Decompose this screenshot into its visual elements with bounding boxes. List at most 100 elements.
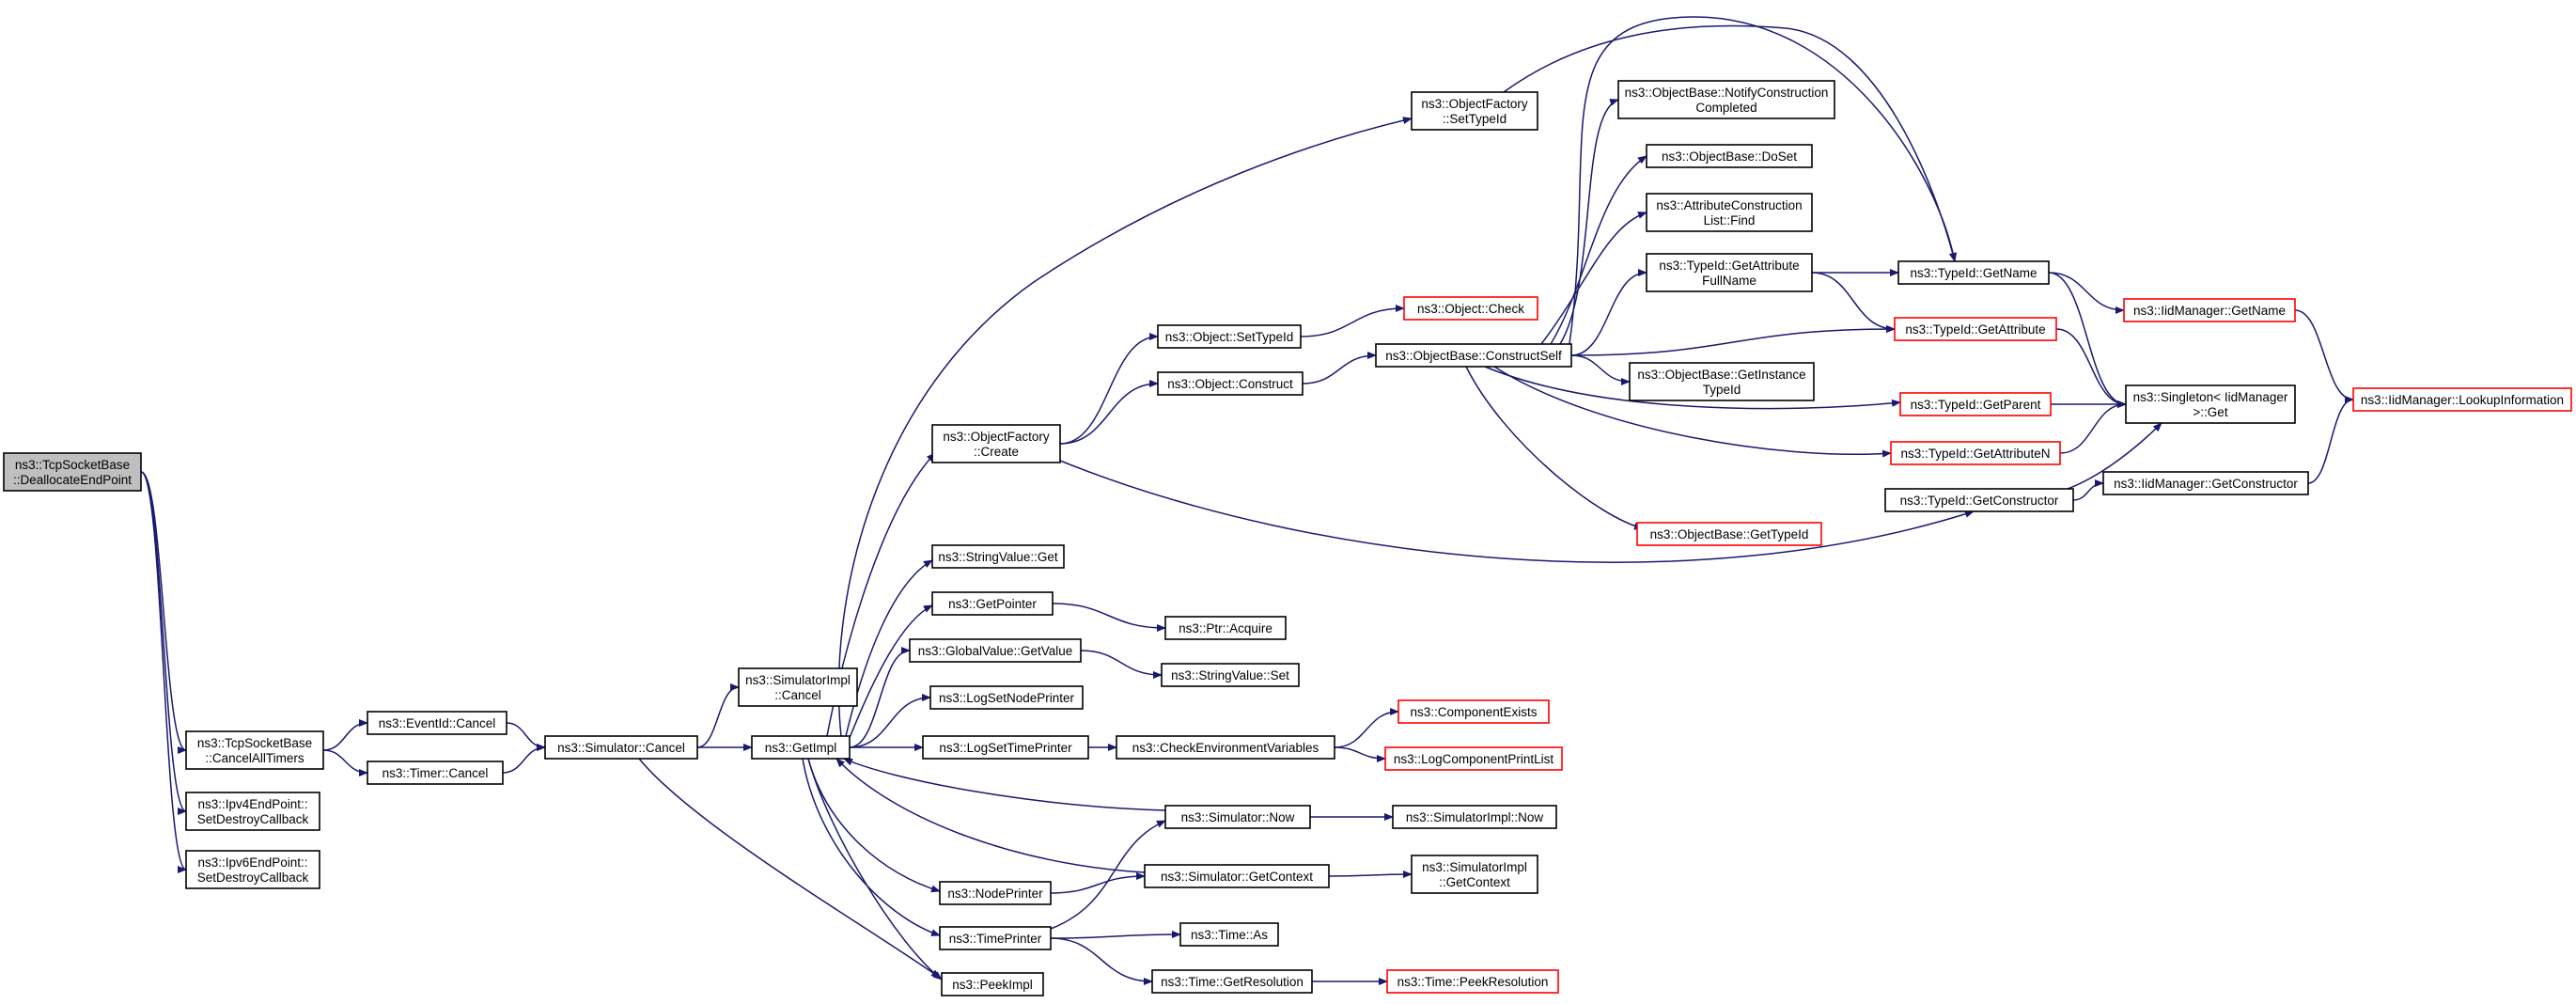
node-label: ns3::Object::Construct	[1167, 377, 1293, 391]
node-ns3-getpointer[interactable]: ns3::GetPointer	[931, 591, 1054, 616]
node-ns3-objectfactory-settypeid[interactable]: ns3::ObjectFactory::SetTypeId	[1411, 91, 1538, 131]
edge-n1-n4	[322, 719, 368, 751]
edge-n5-n6	[502, 744, 546, 774]
edge-n11-n19	[1059, 333, 1159, 445]
node-ns3-object-settypeid[interactable]: ns3::Object::SetTypeId	[1157, 324, 1302, 349]
node-box	[367, 761, 504, 785]
edge-n0-n1	[140, 471, 187, 754]
node-ns3-ipv4endpoint-setdestroycallback[interactable]: ns3::Ipv4EndPoint::SetDestroyCallback	[185, 792, 320, 831]
node-ns3-peekimpl[interactable]: ns3::PeekImpl	[941, 972, 1044, 996]
edge-n10-n41	[1503, 24, 1957, 262]
node-box	[1411, 855, 1538, 894]
node-ns3-object-construct[interactable]: ns3::Object::Construct	[1157, 371, 1304, 396]
node-label: ns3::Ipv6EndPoint::	[197, 855, 307, 870]
node-label: ::GetContext	[1439, 875, 1510, 889]
node-ns3-componentexists[interactable]: ns3::ComponentExists	[1397, 699, 1550, 724]
node-ns3-timer-cancel[interactable]: ns3::Timer::Cancel	[367, 761, 504, 785]
node-ns3-objectbase-doset[interactable]: ns3::ObjectBase::DoSet	[1646, 144, 1813, 168]
node-ns3-globalvalue-getvalue[interactable]: ns3::GlobalValue::GetValue	[909, 638, 1082, 663]
edge-n29-n36	[1550, 155, 1647, 345]
node-label: ns3::SimulatorImpl	[1422, 860, 1527, 874]
node-label: ::Cancel	[774, 688, 821, 702]
node-box	[931, 544, 1065, 569]
node-ns3-time-peekresolution[interactable]: ns3::Time::PeekResolution	[1386, 969, 1559, 994]
edge-n8-n9	[807, 758, 943, 980]
node-label: ns3::Simulator::Now	[1181, 810, 1295, 824]
node-ns3-getimpl[interactable]: ns3::GetImpl	[751, 735, 851, 760]
node-ns3-timeprinter[interactable]: ns3::TimePrinter	[939, 926, 1052, 950]
node-ns3-tcpsocketbase-cancelalltimers[interactable]: ns3::TcpSocketBase::CancelAllTimers	[185, 730, 324, 770]
node-box	[1617, 80, 1835, 119]
node-ns3-simulatorimpl-cancel[interactable]: ns3::SimulatorImpl::Cancel	[738, 667, 858, 707]
node-ns3-ptr-acquire[interactable]: ns3::Ptr::Acquire	[1164, 616, 1287, 640]
node-ns3-checkenvironmentvariables[interactable]: ns3::CheckEnvironmentVariables	[1116, 735, 1335, 760]
node-ns3-objectbase-gettypeid[interactable]: ns3::ObjectBase::GetTypeId	[1636, 522, 1822, 546]
node-ns3-tcpsocketbase-deallocateendpoint[interactable]: ns3::TcpSocketBase::DeallocateEndPoint	[3, 452, 142, 492]
edge-n29-n42	[1570, 325, 1896, 356]
node-ns3-objectbase-notifyconstructioncompleted[interactable]: ns3::ObjectBase::NotifyConstructionCompl…	[1617, 80, 1835, 119]
node-ns3-objectbase-constructself[interactable]: ns3::ObjectBase::ConstructSelf	[1375, 343, 1572, 368]
node-box	[939, 926, 1052, 950]
node-label: ns3::Ipv4EndPoint::	[197, 797, 307, 811]
node-ns3-iidmanager-getname[interactable]: ns3::IidManager::GetName	[2123, 298, 2296, 322]
node-ns3-object-check[interactable]: ns3::Object::Check	[1403, 296, 1538, 321]
node-label: ns3::TypeId::GetName	[1910, 266, 2037, 280]
node-ns3-nodeprinter[interactable]: ns3::NodePrinter	[939, 881, 1052, 905]
node-ns3-ipv6endpoint-setdestroycallback[interactable]: ns3::Ipv6EndPoint::SetDestroyCallback	[185, 850, 320, 889]
node-label: ::CancelAllTimers	[205, 751, 304, 765]
node-ns3-typeid-getattributen[interactable]: ns3::TypeId::GetAttributeN	[1890, 441, 2061, 465]
node-box	[941, 972, 1044, 996]
node-label: ns3::ObjectBase::DoSet	[1662, 149, 1797, 164]
node-ns3-objectfactory-create[interactable]: ns3::ObjectFactory::Create	[931, 424, 1061, 463]
node-box	[939, 881, 1052, 905]
node-box	[929, 685, 1084, 710]
edge-n8-n15	[849, 694, 931, 748]
node-ns3-simulator-getcontext[interactable]: ns3::Simulator::GetContext	[1144, 864, 1330, 888]
edge-n29-n38	[1570, 269, 1647, 356]
node-ns3-stringvalue-get[interactable]: ns3::StringValue::Get	[931, 544, 1065, 569]
edge-n18-n24	[1050, 820, 1166, 930]
node-ns3-typeid-getattribute[interactable]: ns3::TypeId::GetAttribute	[1894, 317, 2057, 341]
node-label: ns3::IidManager::LookupInformation	[2361, 393, 2564, 407]
node-ns3-simulatorimpl-getcontext[interactable]: ns3::SimulatorImpl::GetContext	[1411, 855, 1538, 894]
node-box	[2125, 384, 2296, 424]
node-ns3-iidmanager-lookupinformation[interactable]: ns3::IidManager::LookupInformation	[2352, 387, 2572, 412]
node-box	[931, 591, 1054, 616]
node-ns3-simulator-now[interactable]: ns3::Simulator::Now	[1164, 805, 1311, 829]
node-label: ns3::TypeId::GetAttribute	[1905, 322, 2045, 337]
node-box	[1411, 91, 1538, 131]
node-ns3-typeid-getparent[interactable]: ns3::TypeId::GetParent	[1899, 392, 2052, 416]
node-ns3-logcomponentprintlist[interactable]: ns3::LogComponentPrintList	[1384, 746, 1563, 771]
node-label: ns3::IidManager::GetConstructor	[2114, 477, 2298, 491]
node-label: TypeId	[1703, 383, 1741, 397]
node-label: ns3::TypeId::GetParent	[1911, 398, 2041, 412]
node-label: ns3::Time::GetResolution	[1161, 975, 1304, 989]
node-box	[738, 667, 858, 707]
node-ns3-time-getresolution[interactable]: ns3::Time::GetResolution	[1151, 969, 1313, 994]
node-label: ns3::NodePrinter	[947, 886, 1043, 901]
node-label: ns3::Time::PeekResolution	[1397, 975, 1549, 989]
node-ns3-logsetnodeprinter[interactable]: ns3::LogSetNodePrinter	[929, 685, 1084, 710]
node-ns3-stringvalue-set[interactable]: ns3::StringValue::Set	[1161, 663, 1300, 687]
node-ns3-typeid-getconstructor[interactable]: ns3::TypeId::GetConstructor	[1884, 488, 2074, 512]
edge-n45-n48	[2072, 479, 2104, 501]
node-label: ns3::Timer::Cancel	[382, 766, 489, 780]
node-ns3-simulator-cancel[interactable]: ns3::Simulator::Cancel	[544, 735, 698, 760]
node-ns3-logsettimeprinter[interactable]: ns3::LogSetTimePrinter	[922, 735, 1089, 760]
node-ns3-singleton-iidmanager-get[interactable]: ns3::Singleton< IidManager >::Get	[2125, 384, 2296, 424]
edge-n46-n49	[2294, 309, 2354, 403]
node-ns3-iidmanager-getconstructor[interactable]: ns3::IidManager::GetConstructor	[2102, 471, 2309, 495]
node-label: Completed	[1695, 101, 1756, 115]
node-ns3-typeid-getname[interactable]: ns3::TypeId::GetName	[1897, 260, 2050, 285]
edge-n8-n12	[845, 559, 933, 737]
node-ns3-simulatorimpl-now[interactable]: ns3::SimulatorImpl::Now	[1392, 805, 1557, 829]
node-ns3-eventid-cancel[interactable]: ns3::EventId::Cancel	[367, 711, 507, 735]
node-label: ns3::LogSetNodePrinter	[939, 691, 1075, 705]
node-label: ns3::ObjectBase::ConstructSelf	[1385, 349, 1562, 363]
node-box	[1646, 253, 1813, 292]
node-ns3-time-as[interactable]: ns3::Time::As	[1179, 922, 1279, 947]
node-box	[367, 711, 507, 735]
